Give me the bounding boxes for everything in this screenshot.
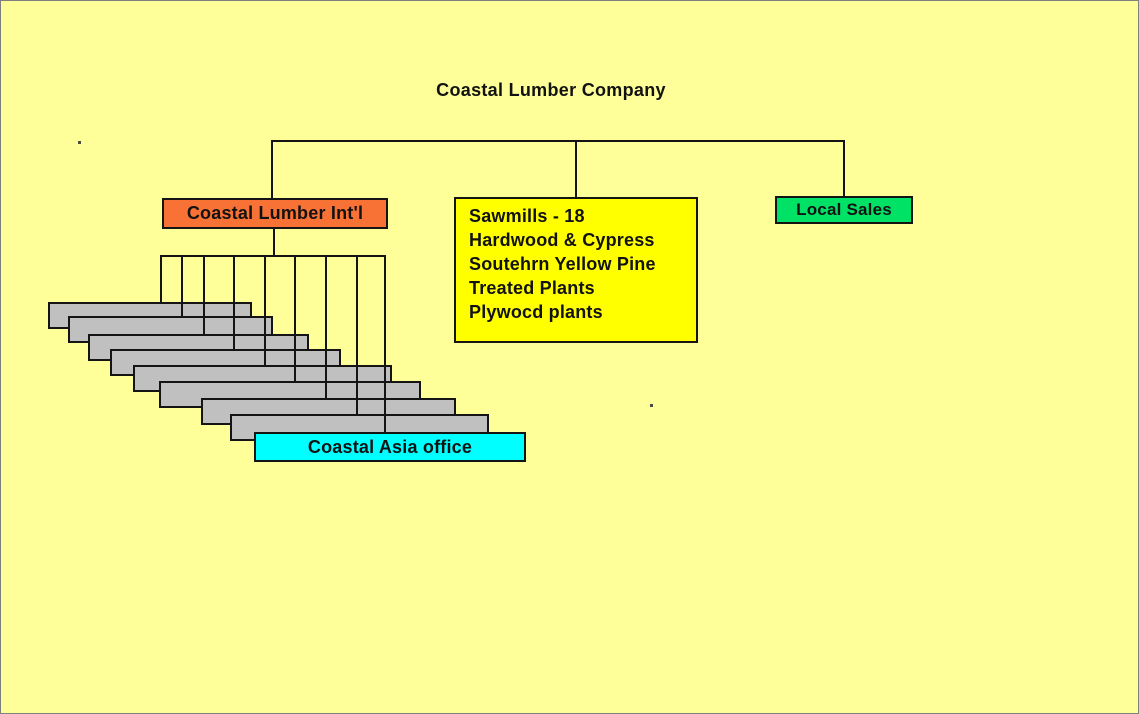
node-coastal-lumber-intl-label: Coastal Lumber Int'l bbox=[186, 203, 364, 223]
sawmills-list-line: Sawmills - 18 bbox=[469, 206, 585, 226]
sawmills-list-line: Hardwood & Cypress bbox=[469, 230, 655, 250]
connector-sub-drop bbox=[264, 255, 266, 367]
connector-sub-drop bbox=[325, 255, 327, 400]
connector-sub-drop bbox=[181, 255, 183, 318]
node-local-sales-label: Local Sales bbox=[796, 200, 892, 219]
connector-drop-intl bbox=[271, 140, 273, 198]
connector-sub-drop bbox=[294, 255, 296, 383]
node-local-sales[interactable]: Local Sales bbox=[775, 196, 913, 224]
connector-sub-drop bbox=[203, 255, 205, 336]
connector-top-horizontal bbox=[271, 140, 845, 142]
stray-dot-right bbox=[650, 404, 653, 407]
connector-drop-sawmills bbox=[575, 140, 577, 197]
connector-sub-drop bbox=[384, 255, 386, 434]
stray-dot-left bbox=[78, 141, 81, 144]
connector-sub-drop bbox=[160, 255, 162, 304]
sawmills-list-line: Plywocd plants bbox=[469, 302, 603, 322]
node-coastal-lumber-intl[interactable]: Coastal Lumber Int'l bbox=[162, 198, 388, 229]
connector-drop-local-sales bbox=[843, 140, 845, 196]
node-coastal-asia-office[interactable]: Coastal Asia office bbox=[254, 432, 526, 462]
sawmills-list-line: Soutehrn Yellow Pine bbox=[469, 254, 656, 274]
connector-intl-stem bbox=[273, 229, 275, 257]
connector-sub-horizontal bbox=[160, 255, 386, 257]
sawmills-list-line: Treated Plants bbox=[469, 278, 595, 298]
connector-sub-drop bbox=[233, 255, 235, 351]
node-coastal-asia-office-label: Coastal Asia office bbox=[307, 436, 473, 457]
page-title: Coastal Lumber Company bbox=[436, 80, 666, 100]
connector-sub-drop bbox=[356, 255, 358, 416]
